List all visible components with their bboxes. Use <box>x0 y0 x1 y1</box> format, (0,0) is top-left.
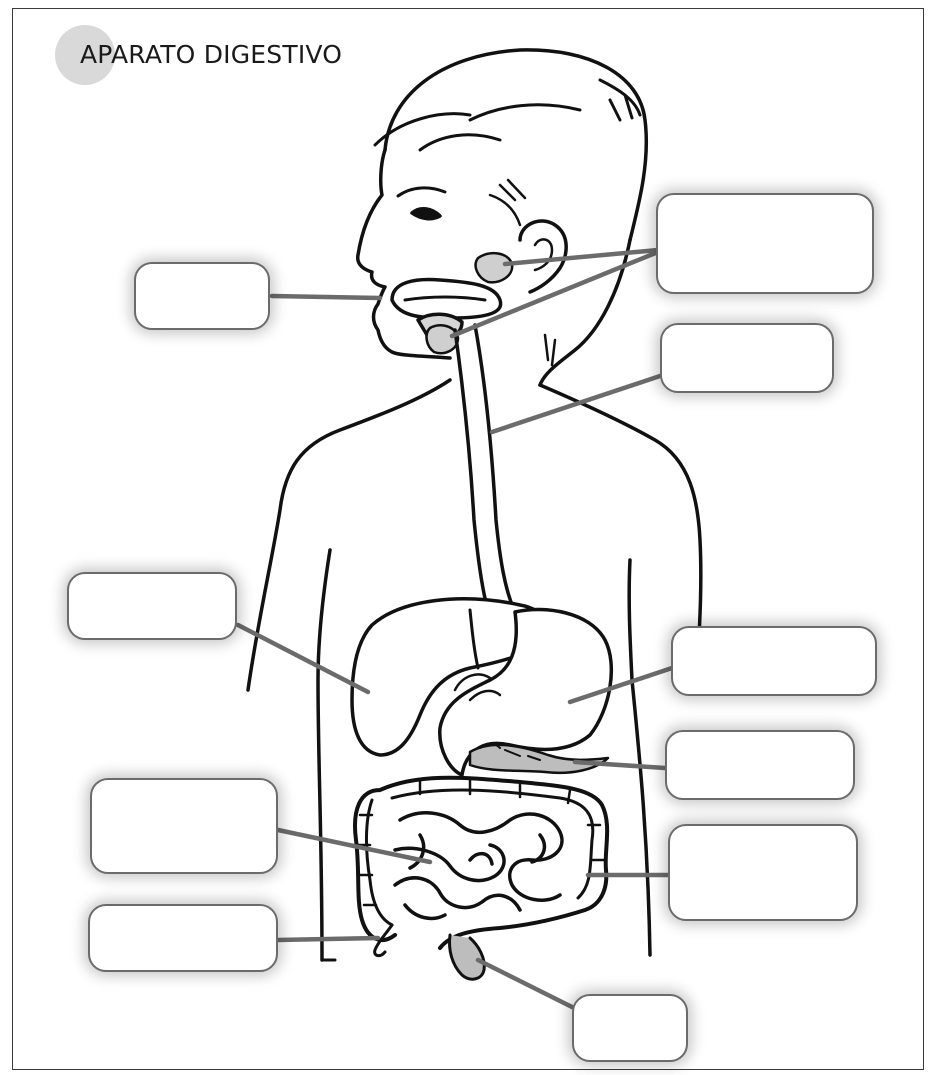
sublingual-gland <box>427 325 458 353</box>
eye <box>412 209 440 219</box>
pointer-liver <box>238 625 368 692</box>
eyebrow <box>398 188 445 196</box>
arm-left-inner <box>318 550 330 960</box>
large-intestine <box>355 778 607 948</box>
answer-box-salivary-glands[interactable] <box>656 193 874 294</box>
answer-box-mouth[interactable] <box>134 262 270 330</box>
answer-box-pancreas[interactable] <box>665 730 855 800</box>
answer-box-rectum[interactable] <box>572 994 688 1062</box>
answer-box-esophagus[interactable] <box>660 323 834 393</box>
parotid-gland <box>476 253 513 282</box>
rectum <box>450 935 485 979</box>
answer-box-liver[interactable] <box>67 572 237 640</box>
pointer-appendix <box>278 938 378 940</box>
pointer-mouth <box>272 296 380 298</box>
small-intestine <box>395 813 562 919</box>
answer-box-appendix[interactable] <box>88 904 278 972</box>
pointer-rectum <box>478 960 578 1010</box>
answer-box-large-intestine[interactable] <box>668 824 858 921</box>
ear <box>520 221 566 292</box>
pointer-esophagus <box>492 376 660 432</box>
waist-right <box>632 680 650 955</box>
arm-right-inner <box>629 560 632 680</box>
answer-box-small-intestine[interactable] <box>90 778 278 874</box>
answer-box-stomach[interactable] <box>671 626 877 696</box>
